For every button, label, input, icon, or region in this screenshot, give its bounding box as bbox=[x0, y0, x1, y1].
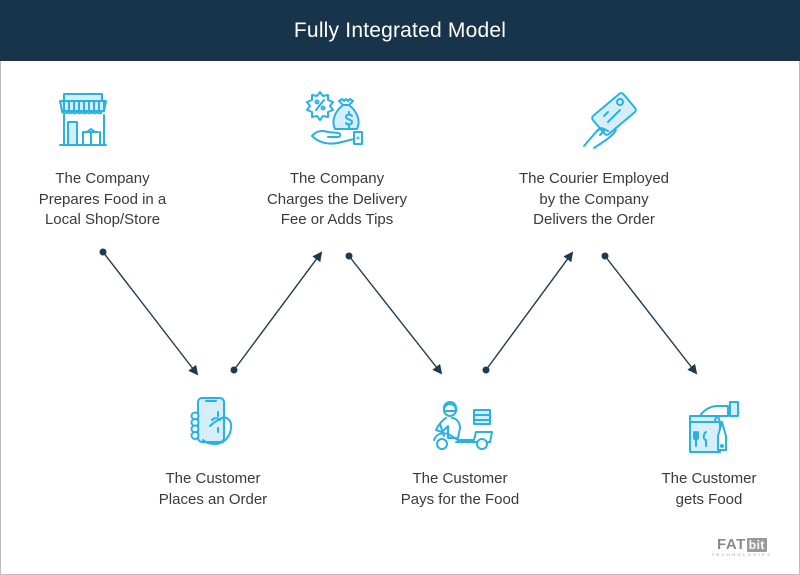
logo-tagline: TECHNOLOGIES bbox=[711, 552, 773, 557]
flow-arrow-4-to-5 bbox=[482, 251, 574, 374]
flow-arrow-1-to-2 bbox=[99, 248, 199, 376]
money-bag-hand-icon bbox=[306, 91, 363, 145]
arrow-start-dot bbox=[99, 248, 107, 256]
card-in-hand-icon bbox=[583, 92, 637, 149]
arrow-start-dot bbox=[482, 366, 490, 374]
diagram-title: Fully Integrated Model bbox=[293, 18, 507, 42]
step-4-line-2: Pays for the Food bbox=[400, 490, 520, 508]
step-6-line-1: The Customer bbox=[661, 470, 757, 487]
step-1-label: The Company Prepares Food in a Local Sho… bbox=[0, 169, 205, 231]
step-4-line-1: The Customer bbox=[412, 470, 508, 487]
logo-brand: FAT bbox=[717, 536, 746, 553]
arrow-start-dot bbox=[230, 366, 238, 374]
header-bar: Fully Integrated Model bbox=[0, 0, 800, 61]
step-6-line-2: gets Food bbox=[675, 490, 743, 508]
step-3-line-1: The Company bbox=[289, 170, 385, 187]
phone-in-hand-icon bbox=[190, 397, 233, 445]
step-2-line-2: Places an Order bbox=[158, 490, 268, 508]
logo-brand-suffix: bit bbox=[746, 538, 767, 552]
step-1-line-1: The Company bbox=[55, 170, 150, 187]
step-2-line-1: The Customer bbox=[165, 470, 261, 487]
arrow-line bbox=[604, 255, 698, 375]
arrow-line bbox=[102, 251, 199, 376]
arrow-line bbox=[348, 255, 443, 375]
step-3-line-2: Charges the Delivery bbox=[266, 190, 408, 208]
step-6-label: The Customer gets Food bbox=[609, 469, 800, 510]
step-4-label: The Customer Pays for the Food bbox=[360, 469, 560, 510]
flow-arrow-2-to-3 bbox=[230, 251, 323, 374]
step-5-label: The Courier Employed by the Company Deli… bbox=[494, 169, 694, 231]
step-3-label: The Company Charges the Delivery Fee or … bbox=[237, 169, 437, 231]
step-2-label: The Customer Places an Order bbox=[113, 469, 313, 510]
step-1-line-3: Local Shop/Store bbox=[44, 211, 161, 228]
flow-arrow-3-to-4 bbox=[345, 252, 443, 375]
step-3-line-3: Fee or Adds Tips bbox=[280, 211, 394, 228]
step-5-line-2: by the Company bbox=[539, 190, 649, 208]
storefront-icon bbox=[59, 93, 107, 146]
flow-arrow-5-to-6 bbox=[601, 252, 698, 375]
step-5-line-1: The Courier Employed bbox=[518, 170, 670, 187]
delivery-scooter-icon bbox=[433, 401, 493, 450]
arrow-line bbox=[485, 251, 574, 371]
arrow-line bbox=[233, 251, 323, 371]
arrow-start-dot bbox=[345, 252, 353, 260]
step-5-line-3: Delivers the Order bbox=[533, 211, 655, 228]
food-bag-handover-icon bbox=[689, 401, 739, 453]
step-1-line-2: Prepares Food in a bbox=[38, 190, 167, 208]
arrow-start-dot bbox=[601, 252, 609, 260]
